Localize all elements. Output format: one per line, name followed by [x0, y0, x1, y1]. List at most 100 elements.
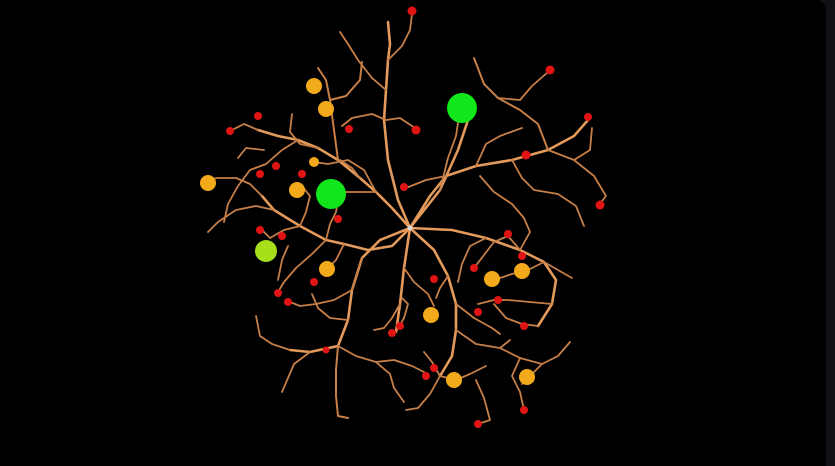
- branch-segment: [277, 239, 327, 293]
- branch-segment: [387, 13, 413, 61]
- root-node: [407, 225, 413, 231]
- branch-segment: [261, 225, 301, 239]
- leaf-node-small: [422, 372, 430, 380]
- branch-segment: [339, 159, 361, 179]
- leaf-node-small: [322, 346, 330, 354]
- leaf-node-small: [254, 112, 262, 120]
- leaf-node-medium: [289, 182, 305, 198]
- leaf-node-small: [334, 215, 342, 223]
- leaf-node-large: [316, 179, 346, 209]
- leaf-node-small: [584, 113, 592, 121]
- branch-segment: [351, 257, 363, 291]
- branch-layer: [205, 13, 607, 425]
- leaf-node-small: [345, 125, 353, 133]
- branch-segment: [382, 20, 412, 230]
- branch-segment: [455, 303, 501, 335]
- branch-segment: [543, 261, 573, 279]
- leaf-node-small: [518, 252, 526, 260]
- leaf-node-small: [310, 278, 318, 286]
- leaf-node-medium: [423, 307, 439, 323]
- leaf-node-large: [447, 93, 477, 123]
- leaf-node-medium: [309, 157, 319, 167]
- branch-segment: [499, 339, 511, 349]
- leaf-node-small: [388, 329, 396, 337]
- leaf-node-small: [274, 289, 282, 297]
- branch-segment: [511, 357, 525, 411]
- branch-segment: [475, 379, 491, 425]
- branch-segment: [373, 303, 401, 331]
- branch-segment: [423, 351, 441, 377]
- leaf-node-small: [256, 170, 264, 178]
- leaf-node-small: [396, 322, 404, 330]
- branch-segment: [255, 315, 291, 351]
- leaf-node-small: [400, 183, 408, 191]
- branch-segment: [403, 267, 435, 307]
- leaf-node-small: [520, 406, 528, 414]
- leaf-node-medium: [519, 369, 535, 385]
- leaf-node-medium: [446, 372, 462, 388]
- branch-segment: [511, 159, 585, 227]
- leaf-node-small: [226, 127, 234, 135]
- leaf-node-small: [272, 162, 280, 170]
- leaf-node-small: [474, 308, 482, 316]
- branch-segment: [341, 113, 387, 127]
- branch-segment: [473, 57, 549, 151]
- leaf-node-layer: [200, 6, 605, 428]
- branch-segment: [405, 175, 447, 189]
- leaf-node-small: [411, 125, 421, 135]
- branch-segment: [311, 293, 349, 321]
- leaf-node-lime: [255, 240, 277, 262]
- branch-segment: [335, 345, 349, 419]
- leaf-node-medium: [484, 271, 500, 287]
- branch-segment: [497, 71, 549, 101]
- branch-segment: [435, 275, 449, 299]
- branch-segment: [223, 139, 299, 223]
- branch-segment: [289, 289, 353, 307]
- leaf-node-small: [256, 226, 264, 234]
- branch-segment: [329, 61, 363, 101]
- leaf-node-medium: [318, 101, 334, 117]
- branch-segment: [337, 345, 425, 373]
- branch-segment: [289, 113, 319, 149]
- leaf-node-small: [284, 298, 292, 306]
- branch-segment: [573, 127, 593, 161]
- branch-segment: [455, 329, 571, 365]
- branch-segment: [439, 109, 461, 191]
- leaf-node-medium: [514, 263, 530, 279]
- branch-segment: [281, 351, 311, 393]
- branch-segment: [375, 361, 405, 403]
- leaf-node-small: [430, 275, 438, 283]
- branch-segment: [408, 118, 470, 230]
- leaf-node-small: [407, 6, 417, 16]
- branch-segment: [299, 185, 311, 227]
- branch-segment: [493, 303, 539, 327]
- leaf-node-small: [474, 420, 482, 428]
- leaf-node-medium: [200, 175, 216, 191]
- branch-segment: [231, 123, 259, 131]
- branch-segment: [394, 226, 412, 334]
- leaf-node-small: [504, 230, 512, 238]
- branch-segment: [207, 205, 275, 233]
- leaf-node-small: [520, 322, 528, 330]
- branch-segment: [408, 118, 590, 230]
- branch-segment: [405, 375, 441, 411]
- leaf-node-small: [470, 264, 478, 272]
- leaf-node-small: [494, 296, 502, 304]
- branch-segment: [260, 194, 412, 252]
- leaf-node-small: [545, 65, 555, 75]
- branch-segment: [313, 159, 377, 193]
- leaf-node-small: [595, 200, 605, 210]
- leaf-node-medium: [306, 78, 322, 94]
- branch-segment: [479, 175, 531, 251]
- branch-segment: [477, 299, 553, 305]
- branch-segment: [288, 226, 412, 354]
- leaf-node-small: [298, 170, 306, 178]
- leaf-node-medium: [319, 261, 335, 277]
- leaf-node-small: [430, 364, 438, 372]
- branch-segment: [475, 127, 523, 167]
- branch-segment: [473, 235, 521, 269]
- branch-segment: [339, 31, 387, 91]
